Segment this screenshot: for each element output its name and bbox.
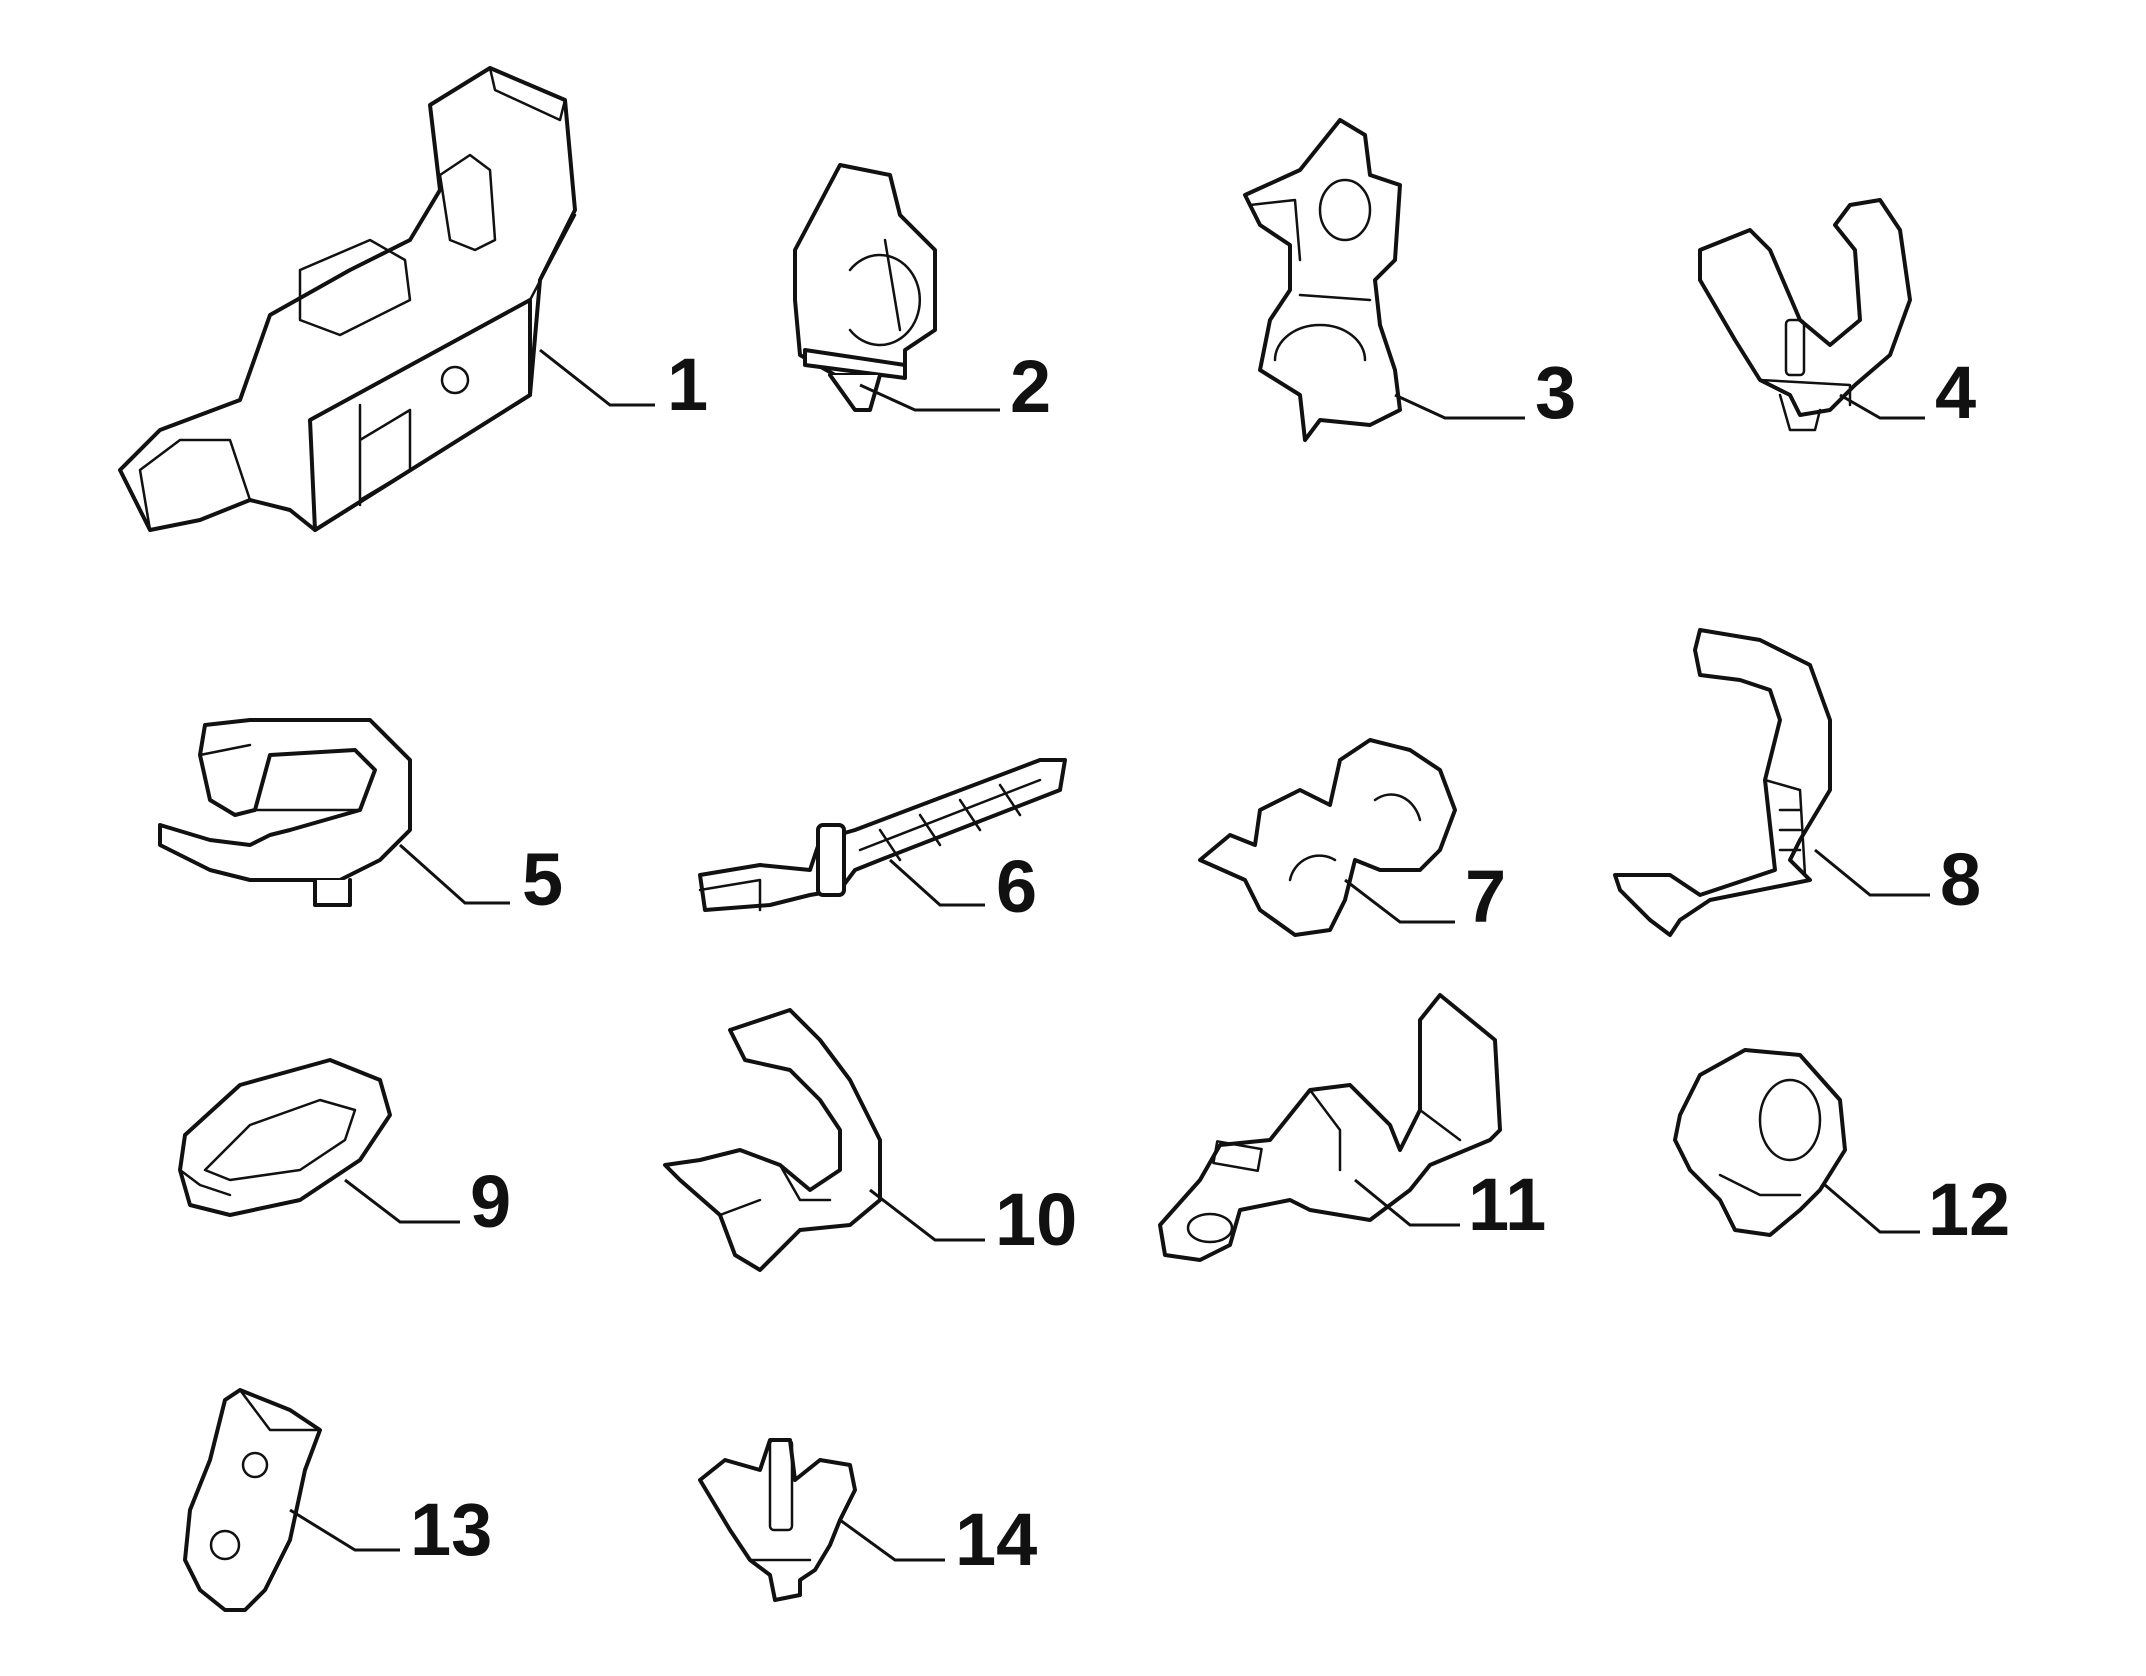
callout-10: 10 xyxy=(995,1178,1077,1261)
callout-8: 8 xyxy=(1940,838,1981,921)
leader-9 xyxy=(344,1178,460,1224)
leader-12 xyxy=(1824,1183,1920,1234)
leader-10 xyxy=(869,1188,985,1242)
leader-lines xyxy=(289,348,1930,1562)
leader-1 xyxy=(539,348,655,407)
part-12-ring-clip xyxy=(1673,1048,1847,1237)
leader-3 xyxy=(1394,393,1525,420)
callout-13: 13 xyxy=(410,1488,492,1571)
callout-5: 5 xyxy=(522,838,563,921)
part-14-t-clip xyxy=(698,1438,857,1602)
callout-labels: 1 2 3 4 5 6 7 8 9 10 11 12 13 14 xyxy=(410,343,2010,1581)
leader-14 xyxy=(839,1518,945,1562)
part-10-offset-clip xyxy=(663,1008,882,1272)
leader-6 xyxy=(888,858,985,907)
part-2-push-clip xyxy=(793,163,937,412)
part-5-loop-clip xyxy=(158,718,412,907)
leader-2 xyxy=(859,383,1000,412)
callout-1: 1 xyxy=(667,343,708,426)
part-1-bracket-housing xyxy=(118,66,577,532)
part-11-strap-clip xyxy=(1158,993,1502,1262)
leader-13 xyxy=(289,1508,400,1552)
part-6-cable-tie xyxy=(698,758,1067,912)
callout-3: 3 xyxy=(1535,351,1576,434)
part-8-hook-clip xyxy=(1613,628,1832,937)
callout-9: 9 xyxy=(470,1160,511,1243)
callout-14: 14 xyxy=(955,1498,1037,1581)
part-13-plate-bracket xyxy=(183,1388,322,1612)
leader-8 xyxy=(1814,848,1930,897)
callout-11: 11 xyxy=(1468,1163,1546,1246)
leader-7 xyxy=(1344,878,1455,924)
leader-5 xyxy=(399,843,510,905)
part-7-double-open-clip xyxy=(1198,738,1457,937)
callout-6: 6 xyxy=(996,845,1037,928)
callout-2: 2 xyxy=(1010,345,1051,428)
part-3-double-clip xyxy=(1243,118,1402,442)
leader-4 xyxy=(1839,393,1925,420)
callout-4: 4 xyxy=(1935,351,1976,434)
callout-7: 7 xyxy=(1465,855,1506,938)
callout-12: 12 xyxy=(1928,1168,2010,1251)
part-4-u-clip xyxy=(1698,198,1912,432)
leader-11 xyxy=(1354,1178,1460,1227)
part-9-oval-clip xyxy=(178,1058,392,1217)
